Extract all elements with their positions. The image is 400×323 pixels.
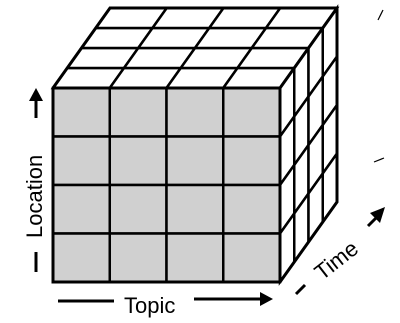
topic-arrow-head	[260, 292, 273, 306]
front-cell	[165, 86, 225, 138]
time-arrow-head	[370, 207, 385, 223]
time-axis-label: Time	[310, 236, 363, 285]
front-cell	[108, 86, 168, 138]
front-cell	[222, 86, 282, 138]
scan-mark	[373, 157, 385, 163]
cube-front-face	[51, 86, 282, 284]
location-axis: Location	[22, 88, 47, 272]
front-cell	[165, 135, 225, 187]
front-cell	[222, 232, 282, 284]
topic-axis-label: Topic	[124, 293, 175, 318]
front-cell	[51, 232, 111, 284]
front-cell	[108, 135, 168, 187]
topic-axis: Topic	[58, 292, 273, 318]
location-arrow-head	[29, 88, 43, 101]
front-cell	[51, 135, 111, 187]
time-tail-mark	[294, 283, 307, 296]
front-cell	[165, 232, 225, 284]
front-cell	[108, 183, 168, 235]
front-cell	[51, 86, 111, 138]
front-cell	[165, 183, 225, 235]
cube-top-face	[50, 6, 340, 90]
cube-corner-edge	[278, 7, 339, 89]
cube-outline	[51, 6, 339, 284]
scan-mark	[377, 9, 384, 21]
front-cell	[51, 183, 111, 235]
front-cell	[108, 232, 168, 284]
location-axis-label: Location	[22, 155, 47, 238]
front-cell	[222, 183, 282, 235]
front-cell	[222, 135, 282, 187]
